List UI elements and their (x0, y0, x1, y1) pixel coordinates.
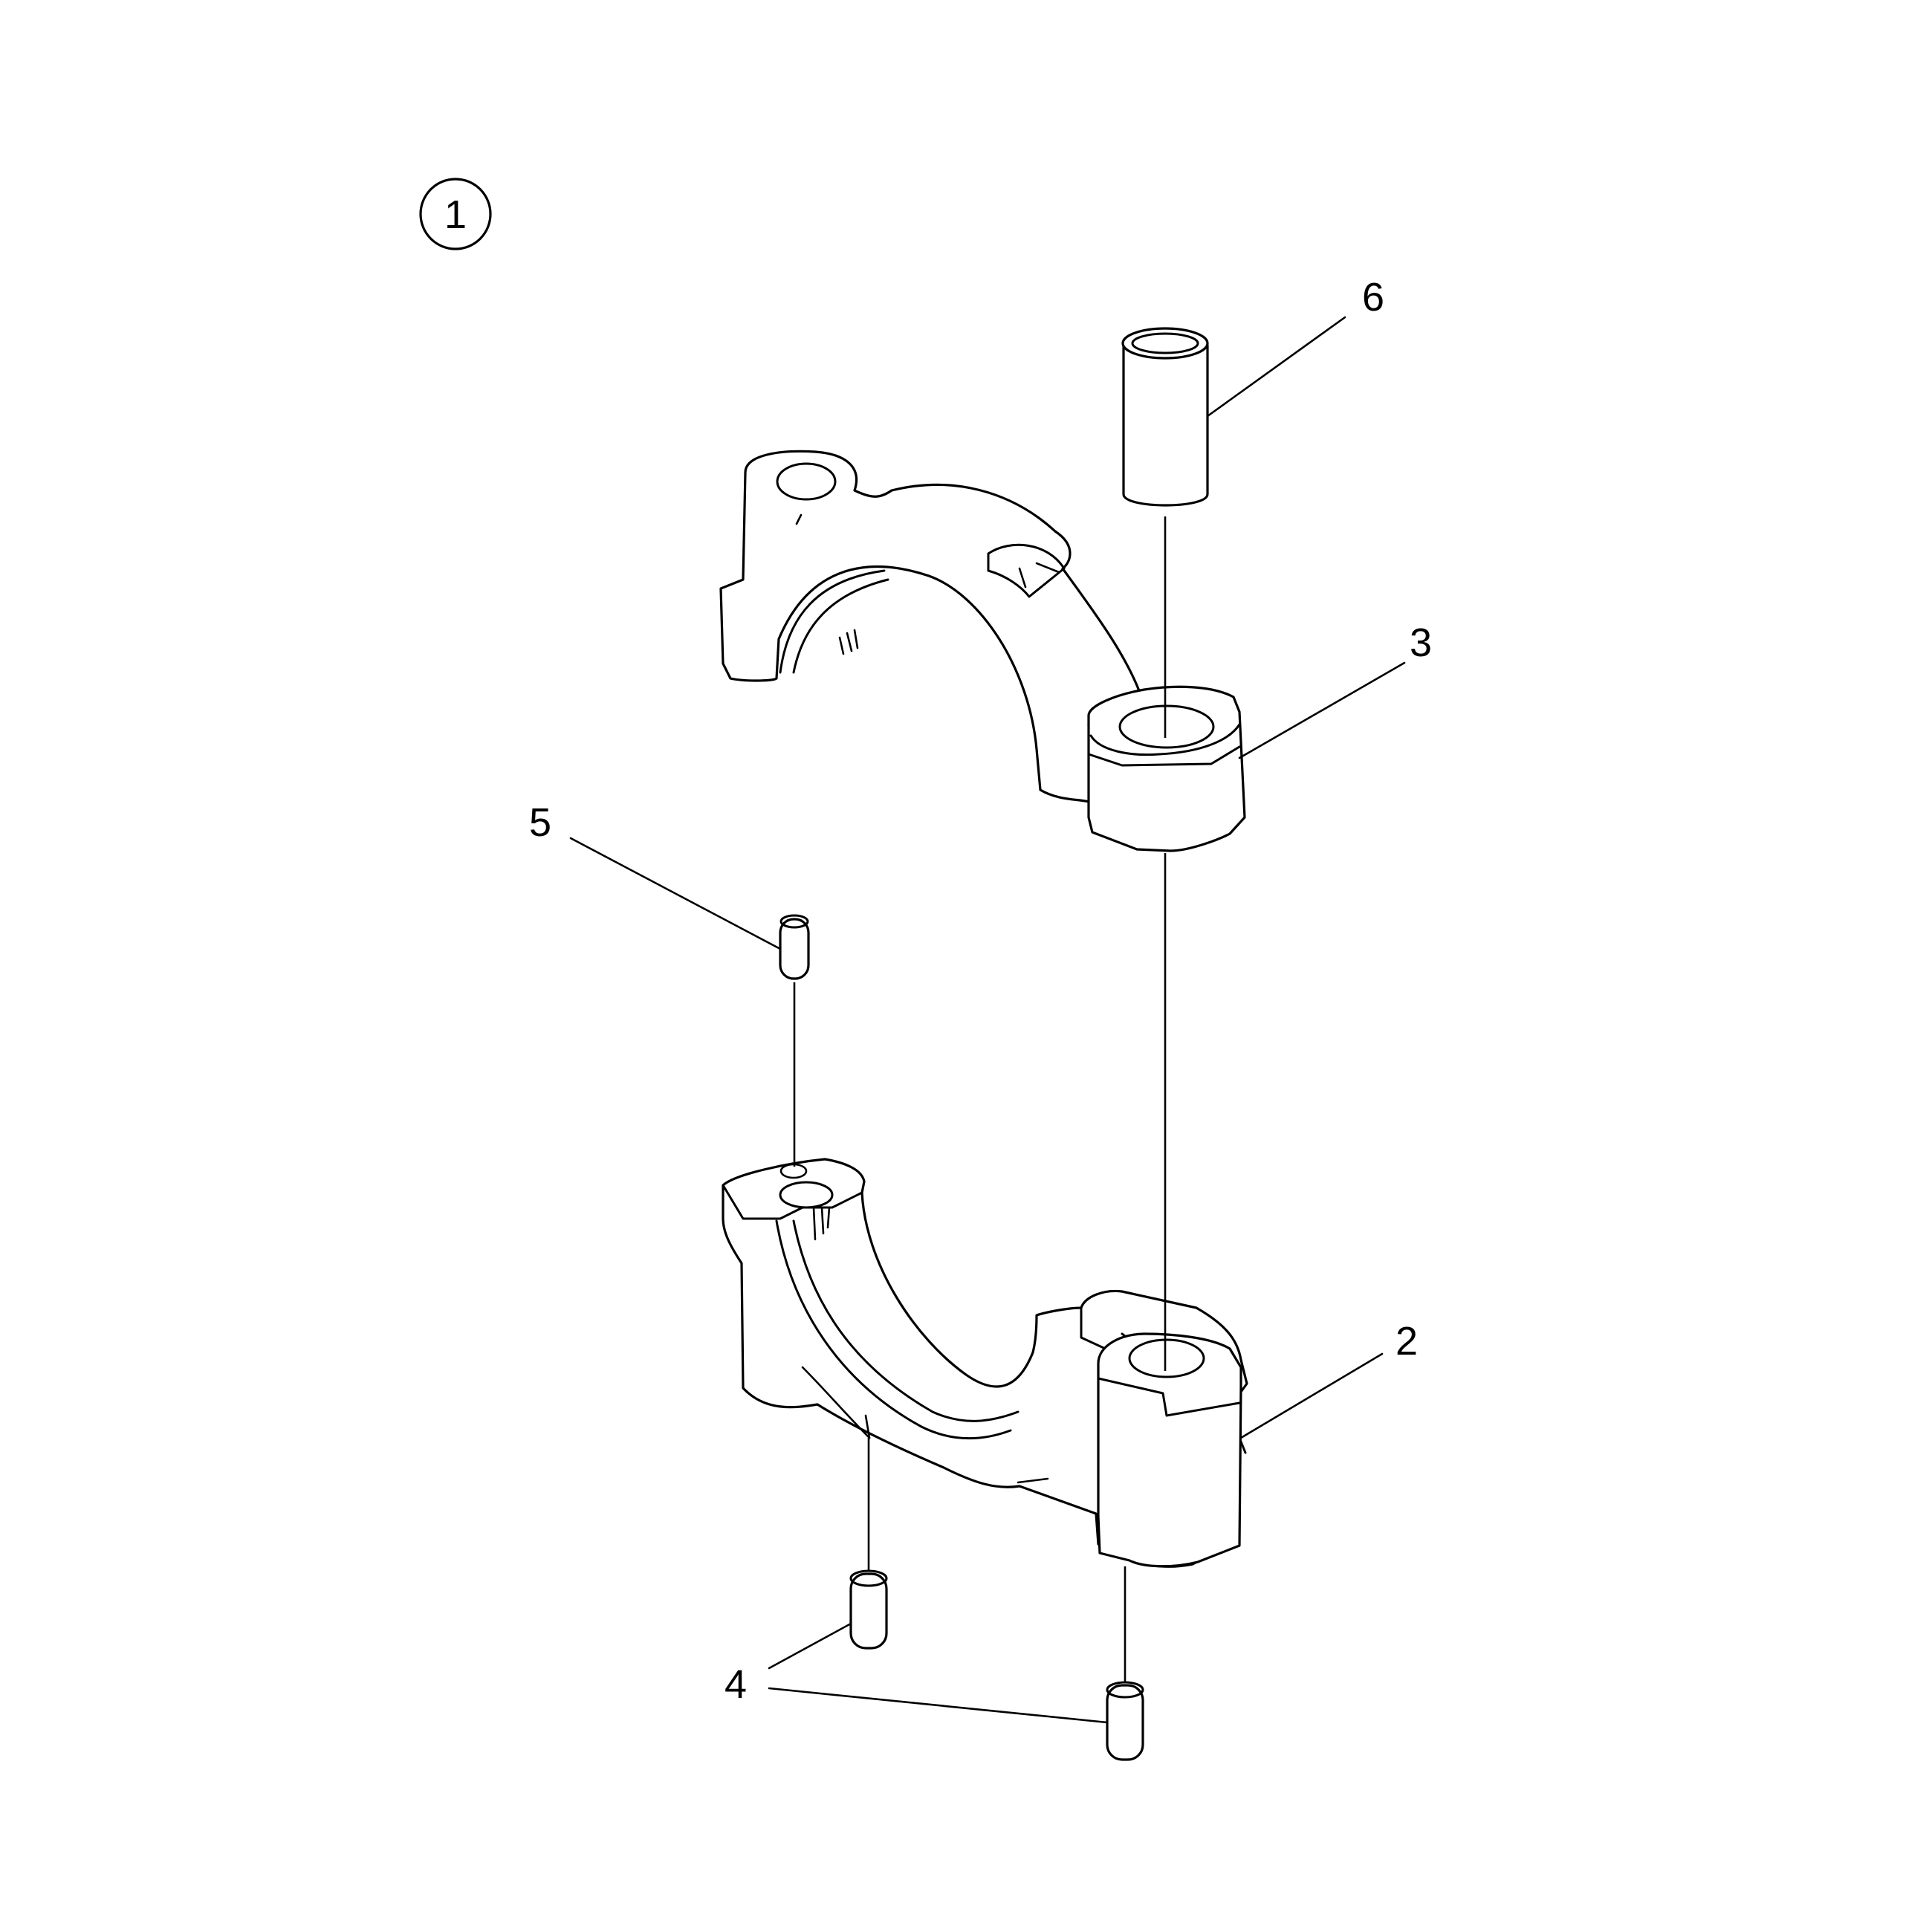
pin-part-4-left (849, 1569, 888, 1650)
assembly-axis-lines (793, 516, 1167, 1683)
callout-4: 4 (724, 1662, 747, 1707)
callout-3: 3 (1410, 620, 1432, 665)
dowel-part-5 (779, 914, 810, 980)
pin-part-4-right (1106, 1681, 1144, 1761)
callout-2: 2 (1395, 1319, 1418, 1364)
assembly-number: 1 (444, 192, 467, 237)
bearing-block-part-2 (1097, 1332, 1247, 1568)
assembly-number-badge: 1 (419, 178, 492, 250)
callout-5: 5 (529, 800, 551, 845)
callout-6: 6 (1362, 275, 1384, 320)
sleeve-part-6 (1121, 327, 1209, 507)
bearing-block-part-3 (1087, 685, 1246, 852)
leader-lines (569, 316, 1406, 1724)
upper-bearing-cap (719, 450, 1142, 804)
callout-labels: 6 3 5 2 4 (529, 275, 1432, 1707)
